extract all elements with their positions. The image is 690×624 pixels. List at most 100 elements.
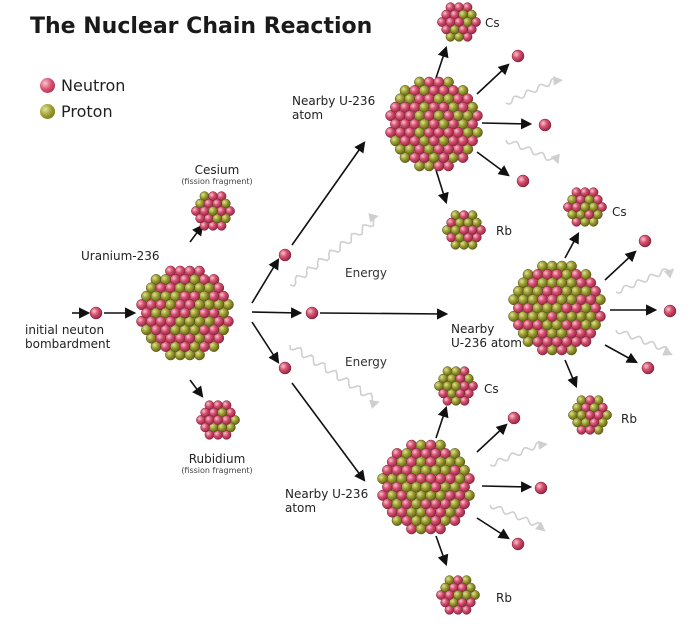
- proton-particle: [189, 307, 201, 319]
- page-title: The Nuclear Chain Reaction: [30, 14, 373, 39]
- neutron-particle: [221, 415, 232, 425]
- neutron-particle: [585, 395, 595, 406]
- free-neutron: [511, 49, 525, 63]
- neutron-particle: [433, 76, 445, 88]
- neutron-particle: [511, 49, 525, 63]
- arrow-to-middle-atom: [319, 308, 449, 320]
- neutron-particle: [428, 101, 440, 113]
- neutron-particle: [507, 411, 521, 425]
- proton-particle: [459, 239, 469, 250]
- free-neutron: [663, 304, 677, 318]
- neutron-particle: [179, 274, 191, 285]
- proton-particle: [584, 194, 595, 205]
- cs-label-middle: Cs: [612, 205, 627, 219]
- arrow: [481, 118, 533, 130]
- neutron-particle: [551, 285, 563, 297]
- neutron-particle: [459, 381, 470, 391]
- neutron-particle: [511, 537, 525, 551]
- neutron-particle: [455, 388, 466, 399]
- neutron-particle: [425, 506, 437, 518]
- proton-particle: [410, 481, 422, 493]
- arrow: [604, 250, 637, 281]
- cs-label-bottom: Cs: [484, 382, 499, 396]
- energy-wave: [615, 268, 675, 294]
- arrow: [435, 169, 449, 205]
- rb-label-bottom: Rb: [496, 591, 512, 605]
- legend-label: Neutron: [61, 75, 126, 95]
- neutron-particle: [179, 307, 191, 319]
- proton-particle: [451, 366, 461, 377]
- label-line: bombardment: [25, 337, 111, 351]
- label-line: U-236 atom: [451, 336, 522, 350]
- neutron-particle: [454, 17, 464, 27]
- proton-particle: [418, 118, 430, 130]
- neutron-particle: [455, 373, 466, 384]
- neutron-particle: [638, 234, 652, 248]
- neutron-particle: [454, 2, 464, 13]
- proton-particle: [556, 310, 568, 322]
- arrow: [476, 423, 508, 453]
- cesium-label: Cesium (fission fragment): [172, 163, 262, 186]
- label-line: Nearby: [451, 322, 495, 336]
- arrow: [604, 344, 638, 364]
- proton-particle: [217, 422, 228, 433]
- proton-particle: [442, 381, 453, 391]
- neutron-particle: [433, 160, 445, 172]
- proton-swatch-icon: [40, 103, 55, 119]
- proton-particle: [184, 315, 196, 327]
- rubidium-label: Rubidium (fission fragment): [172, 452, 262, 475]
- free-neutron: [638, 234, 652, 248]
- neutron-particle: [445, 17, 456, 27]
- neutron-particle: [444, 590, 455, 600]
- initial-bombardment-label: initial neuton bombardment: [25, 323, 110, 351]
- legend-item-neutron: Neutron: [40, 72, 125, 98]
- proton-particle: [420, 481, 432, 493]
- arrow: [435, 45, 449, 79]
- proton-particle: [451, 381, 461, 391]
- uranium-label: Uranium-236: [81, 249, 160, 263]
- neutron-particle: [585, 410, 595, 420]
- energy-wave: [505, 139, 560, 165]
- neutron-particle: [420, 448, 432, 459]
- neutron-particle: [428, 118, 440, 130]
- arrow: [251, 258, 280, 304]
- arrow-to-cesium: [189, 224, 204, 243]
- neutron-particle: [433, 126, 445, 138]
- free-neutron: [507, 411, 521, 425]
- free-neutron: [511, 537, 525, 551]
- proton-particle: [184, 349, 196, 361]
- energy-wave: [615, 329, 673, 356]
- proton-particle: [556, 294, 568, 306]
- neutron-particle: [425, 473, 437, 485]
- free-neutron: [516, 174, 530, 188]
- proton-particle: [217, 407, 228, 418]
- arrow: [476, 63, 510, 95]
- neutron-particle: [571, 202, 582, 212]
- neutron-particle: [580, 187, 590, 198]
- neutron-particle: [453, 575, 463, 586]
- proton-particle: [461, 590, 472, 600]
- neutron-particle: [184, 265, 196, 277]
- neutron-particle: [538, 118, 552, 132]
- neutron-particle: [457, 597, 468, 608]
- energy-label-bottom: Energy: [345, 355, 388, 369]
- proton-particle: [212, 213, 223, 224]
- rb-top-nucleus: [442, 210, 486, 250]
- free-neutron: [278, 248, 292, 262]
- neutron-particle: [516, 174, 530, 188]
- proton-particle: [580, 202, 590, 212]
- label-subline: (fission fragment): [181, 466, 253, 475]
- neutron-particle: [208, 191, 218, 202]
- neutron-particle: [278, 248, 292, 262]
- free-neutron: [534, 481, 548, 495]
- arrow-to-bottom-atom: [291, 382, 366, 482]
- label-line: Nearby U-236: [285, 487, 369, 501]
- neutron-particle: [213, 400, 223, 411]
- free-neutron: [538, 118, 552, 132]
- neutron-particle: [213, 429, 223, 440]
- neutron-swatch-icon: [40, 77, 55, 93]
- proton-particle: [179, 324, 191, 336]
- neutron-particle: [179, 341, 191, 352]
- cs-top-nucleus: [437, 2, 481, 42]
- energy-label-top: Energy: [345, 266, 388, 280]
